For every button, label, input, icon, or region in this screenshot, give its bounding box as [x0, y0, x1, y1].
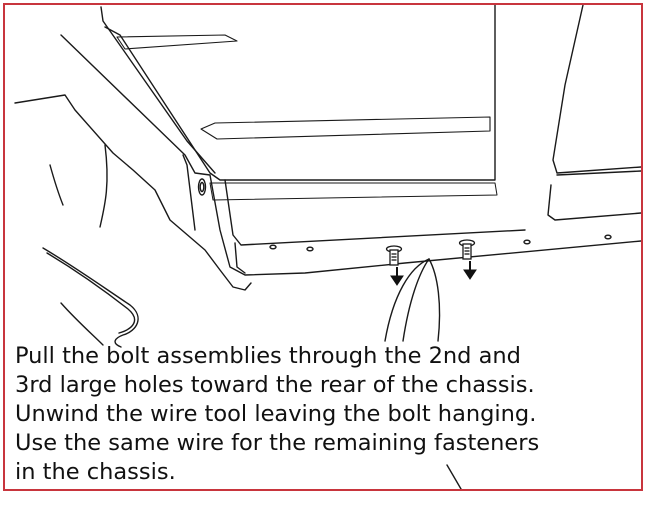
- arrow-down-icon: [390, 267, 404, 286]
- instruction-line: Unwind the wire tool leaving the bolt ha…: [15, 401, 537, 427]
- bolt-icon: [458, 239, 476, 260]
- instruction-line: in the chassis.: [15, 459, 176, 485]
- instruction-line: Pull the bolt assemblies through the 2nd…: [15, 343, 521, 369]
- instruction-text: Pull the bolt assemblies through the 2nd…: [15, 342, 555, 487]
- arrow-down-icon: [463, 261, 477, 280]
- instruction-line: 3rd large holes toward the rear of the c…: [15, 372, 535, 398]
- chassis-illustration: [14, 5, 641, 489]
- instruction-panel: Pull the bolt assemblies through the 2nd…: [3, 3, 643, 491]
- instruction-line: Use the same wire for the remaining fast…: [15, 430, 540, 456]
- bolt-icon: [385, 245, 403, 266]
